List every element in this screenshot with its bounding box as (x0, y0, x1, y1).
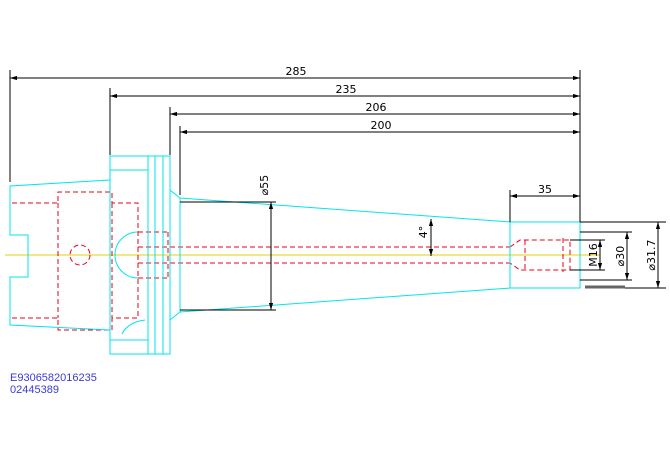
dim-text-35: 35 (538, 183, 552, 196)
dim-text-dia55: ⌀55 (258, 175, 271, 196)
dim-text-200: 200 (371, 119, 392, 132)
dim-text-m16: M16 (587, 243, 600, 267)
dim-text-235: 235 (336, 83, 357, 96)
part-code-line-1: E9306582016235 (10, 372, 97, 384)
dim-text-dia30: ⌀30 (614, 246, 627, 267)
hidden-lines (12, 191, 571, 331)
dim-text-285: 285 (286, 65, 307, 78)
dim-text-angle: 4° (417, 226, 430, 239)
tool-holder-outline (9, 155, 581, 355)
dim-text-206: 206 (366, 101, 387, 114)
part-code-line-2: 02445389 (10, 384, 59, 396)
dimension-lines (9, 70, 666, 311)
part-codes: E9306582016235 02445389 (10, 372, 97, 396)
dim-text-dia317: ⌀31.7 (645, 239, 658, 270)
